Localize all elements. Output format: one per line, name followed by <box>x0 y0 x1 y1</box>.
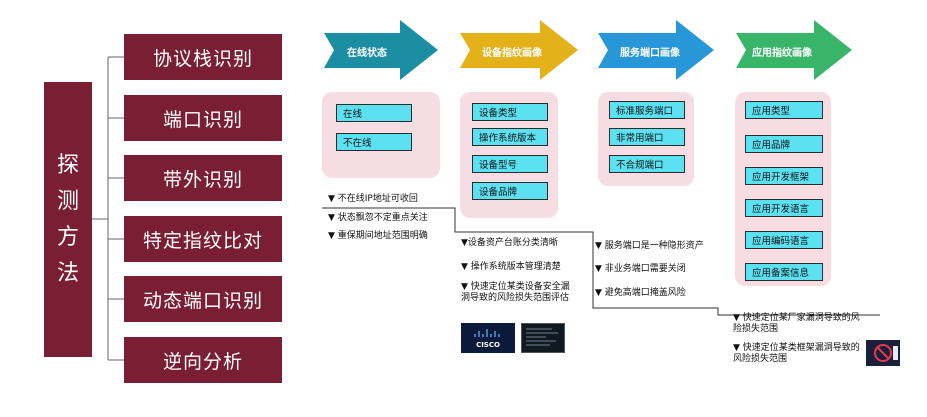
method-dynamic-port: 动态端口识别 <box>124 276 282 322</box>
title-char-4: 法 <box>56 260 79 286</box>
chip-os-version: 操作系统版本 <box>472 128 548 146</box>
app-logo-image <box>866 340 900 366</box>
note-port-3: ▼ 避免高端口掩盖风险 <box>595 288 686 298</box>
app-logo-icon <box>874 344 898 362</box>
stage-label-app: 应用指纹画像 <box>752 48 812 59</box>
panel-app <box>735 92 831 286</box>
note-online-3: ▼ 重保期间地址范围明确 <box>328 231 428 241</box>
chip-app-filing: 应用备案信息 <box>745 263 823 281</box>
method-protocol-stack: 协议栈识别 <box>124 34 282 80</box>
note-device-1: ▼设备资产台账分类清晰 <box>461 238 558 248</box>
method-port: 端口识别 <box>124 95 282 141</box>
chip-app-encoding: 应用编码语言 <box>745 231 823 249</box>
arrow-device <box>460 20 578 80</box>
title-char-3: 方 <box>56 224 79 250</box>
note-port-1: ▼ 服务端口是一种隐形资产 <box>595 241 704 251</box>
chip-offline: 不在线 <box>336 133 412 151</box>
chip-app-brand: 应用品牌 <box>745 135 823 153</box>
arrow-app <box>736 20 852 80</box>
note-online-2: ▼ 状态飘忽不定重点关注 <box>328 213 428 223</box>
chip-noncompliant-port: 不合规端口 <box>609 155 685 173</box>
title-char-2: 测 <box>56 188 79 214</box>
terminal-screenshot-icon <box>526 328 558 346</box>
method-fingerprint: 特定指纹比对 <box>124 216 282 262</box>
terminal-screenshot-image <box>521 323 565 353</box>
cisco-logo-image: CISCO <box>461 323 515 353</box>
chip-device-brand: 设备品牌 <box>472 182 548 200</box>
method-reverse: 逆向分析 <box>124 337 282 383</box>
chip-standard-port: 标准服务端口 <box>609 101 685 119</box>
note-app-2: ▼ 快速定位某类框架漏洞导致的风险损失范围 <box>733 343 860 364</box>
note-port-2: ▼ 非业务端口需要关闭 <box>595 264 686 274</box>
detection-methods-title: 探 测 方 法 <box>44 82 92 357</box>
chip-app-type: 应用类型 <box>745 101 823 119</box>
cisco-logo-text: CISCO <box>476 341 500 349</box>
chip-app-framework: 应用开发框架 <box>745 167 823 185</box>
arrow-online <box>324 20 438 80</box>
chip-online: 在线 <box>336 104 412 122</box>
note-device-3: ▼ 快速定位某类设备安全漏洞导致的风险损失范围评估 <box>461 282 570 303</box>
chip-device-type: 设备类型 <box>472 103 548 121</box>
note-device-2: ▼ 操作系统版本管理清楚 <box>461 262 561 272</box>
arrow-port <box>598 20 714 80</box>
method-out-of-band: 带外识别 <box>124 155 282 201</box>
chip-device-model: 设备型号 <box>472 155 548 173</box>
title-char-1: 探 <box>56 152 79 178</box>
note-online-1: ▼ 不在线IP地址可收回 <box>328 194 418 204</box>
cisco-logo-icon: CISCO <box>461 323 515 353</box>
note-app-1: ▼ 快速定位某厂家漏洞导致的风险损失范围 <box>733 313 860 334</box>
stage-label-port: 服务端口画像 <box>620 48 680 59</box>
stage-label-online: 在线状态 <box>347 48 387 59</box>
chip-uncommon-port: 非常用端口 <box>609 128 685 146</box>
stage-label-device: 设备指纹画像 <box>482 48 542 59</box>
chip-app-dev-language: 应用开发语言 <box>745 199 823 217</box>
